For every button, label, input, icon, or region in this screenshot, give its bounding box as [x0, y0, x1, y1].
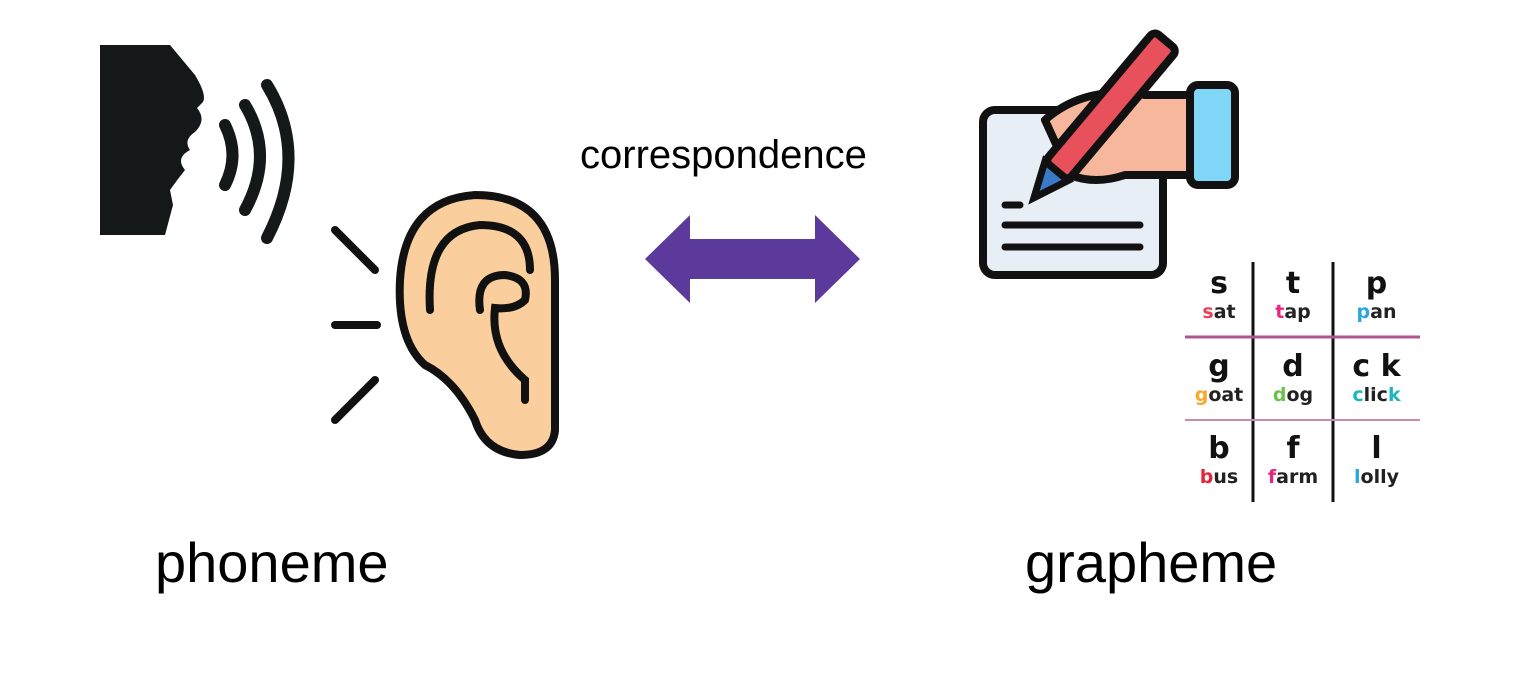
keyword-rest: oat: [1208, 384, 1244, 406]
grid-cell: d dog: [1253, 349, 1333, 407]
keyword-rest: ap: [1284, 301, 1311, 323]
keyword-rest: olly: [1360, 466, 1399, 488]
keyword: farm: [1253, 466, 1333, 488]
keyword: tap: [1253, 301, 1333, 323]
grapheme: s: [1210, 266, 1228, 301]
keyword: bus: [1185, 466, 1253, 488]
grid-cell: p pan: [1333, 266, 1420, 324]
grapheme: t: [1285, 266, 1301, 301]
keyword: lolly: [1333, 466, 1420, 488]
grapheme: g: [1208, 349, 1230, 384]
grapheme: l: [1371, 431, 1382, 466]
keyword-highlight: f: [1267, 466, 1277, 488]
keyword: sat: [1185, 301, 1253, 323]
keyword-highlight: p: [1356, 301, 1371, 323]
grapheme: f: [1286, 431, 1300, 466]
keyword: pan: [1333, 301, 1420, 323]
grid-lines: [1185, 262, 1420, 502]
phoneme-label: phoneme: [155, 531, 389, 594]
keyword-rest: an: [1370, 301, 1397, 323]
keyword-highlight: g: [1194, 384, 1209, 406]
speaking-head-icon: [100, 45, 295, 244]
grid-cell: g goat: [1185, 349, 1253, 407]
grapheme: b: [1208, 431, 1230, 466]
keyword-rest: og: [1286, 384, 1314, 406]
grapheme-label: grapheme: [1025, 531, 1278, 594]
grid-cell: t tap: [1253, 266, 1333, 324]
keyword: goat: [1185, 384, 1253, 406]
keyword-highlight: d: [1272, 384, 1287, 406]
keyword-rest: lic: [1363, 384, 1388, 406]
keyword-rest: arm: [1276, 466, 1319, 488]
correspondence-label: correspondence: [580, 133, 867, 177]
grid-cell: f farm: [1253, 431, 1333, 489]
grapheme: c k: [1352, 349, 1401, 384]
grid-cell: b bus: [1185, 431, 1253, 489]
grid-cell: s sat: [1185, 266, 1253, 324]
keyword-highlight: s: [1202, 301, 1214, 323]
keyword-highlight: c: [1352, 384, 1364, 406]
writing-hand-icon: [979, 29, 1239, 279]
ear-icon: [331, 190, 559, 460]
keyword-rest: at: [1213, 301, 1236, 323]
grapheme: p: [1365, 266, 1388, 301]
keyword-highlight: t: [1275, 301, 1285, 323]
grid-cell: c k click: [1333, 349, 1420, 407]
keyword-highlight: b: [1199, 466, 1214, 488]
grid-cell: l lolly: [1333, 431, 1420, 489]
keyword-rest: us: [1213, 466, 1239, 488]
keyword-tail: k: [1387, 384, 1401, 406]
keyword: dog: [1253, 384, 1333, 406]
grapheme: d: [1282, 349, 1304, 384]
double-arrow-icon: [645, 215, 860, 303]
sound-waves-icon: [219, 79, 295, 244]
keyword-highlight: l: [1354, 466, 1361, 488]
keyword: click: [1333, 384, 1420, 406]
